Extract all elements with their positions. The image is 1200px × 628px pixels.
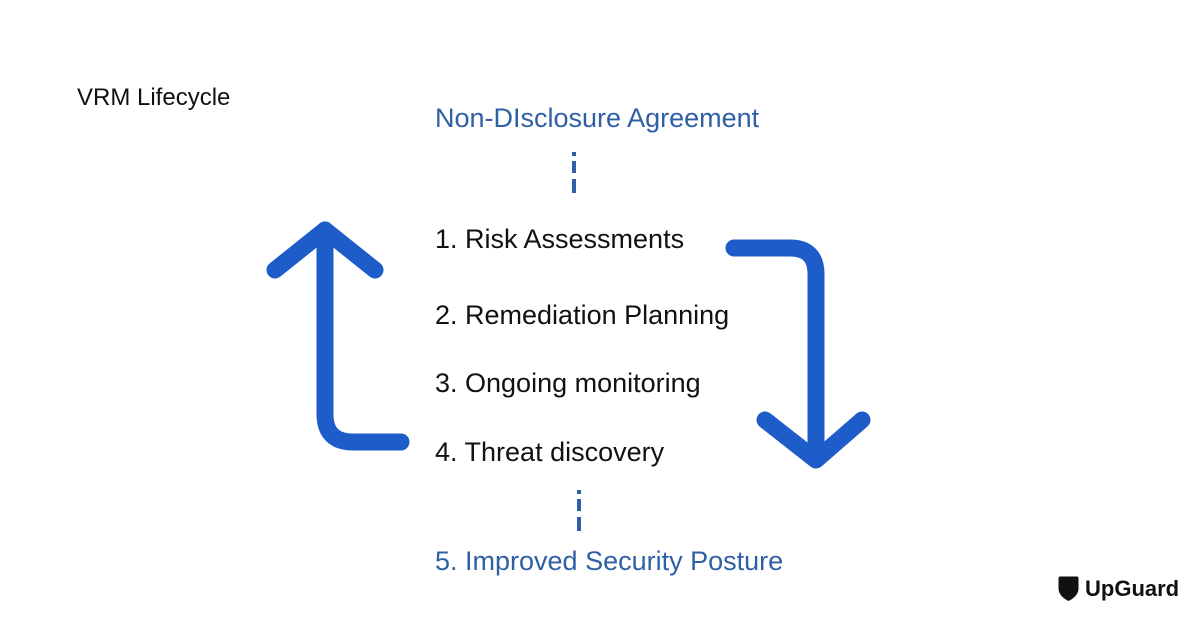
start-label: Non-DIsclosure Agreement <box>435 103 760 133</box>
step-threat-discovery: 4. Threat discovery <box>435 437 665 467</box>
connector-dash-bottom-3 <box>577 517 581 531</box>
connector-dash-bottom-1 <box>577 490 581 494</box>
connector-dash-top-3 <box>572 179 576 193</box>
step-ongoing-monitoring: 3. Ongoing monitoring <box>435 368 701 398</box>
upguard-logo: UpGuard <box>1058 575 1179 602</box>
brand-name: UpGuard <box>1085 575 1180 601</box>
page-title: VRM Lifecycle <box>77 84 231 111</box>
curved-arrow-up-icon <box>266 221 410 451</box>
end-label: 5. Improved Security Posture <box>435 546 784 576</box>
connector-dash-top-2 <box>572 161 576 173</box>
connector-dash-top-1 <box>572 152 576 156</box>
step-risk-assessments: 1. Risk Assessments <box>435 224 685 254</box>
step-remediation-planning: 2. Remediation Planning <box>435 300 730 330</box>
shield-icon <box>1058 576 1079 601</box>
connector-dash-bottom-2 <box>577 499 581 511</box>
curved-arrow-down-icon <box>725 239 871 469</box>
